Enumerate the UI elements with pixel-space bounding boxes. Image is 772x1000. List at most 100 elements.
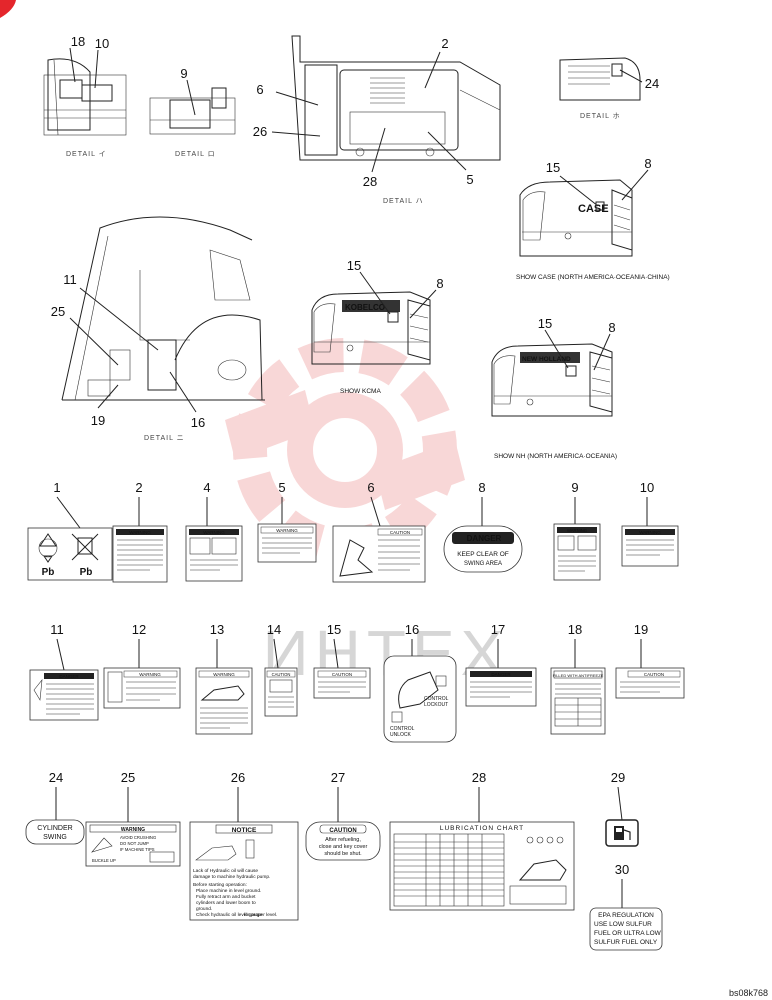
nh-logo: NEW HOLLAND — [522, 356, 571, 363]
label-num-4: 4 — [203, 480, 210, 495]
label-17: 17 DANGER — [465, 622, 537, 707]
label-2-title: WARNING — [129, 530, 151, 535]
label-1-pb-left: Pb — [42, 567, 55, 578]
callout-6: 6 — [256, 82, 263, 97]
sight-gauge-icon — [245, 839, 255, 859]
label-8-title: DANGER — [467, 534, 502, 543]
label-26-line-2: damage to machine hydraulic pump. — [193, 874, 270, 880]
label-15: 15 CAUTION — [313, 622, 371, 699]
unlock-icon — [391, 711, 403, 723]
label-26-line-7: ground. — [196, 906, 212, 912]
detail-i: 18 10 DETAIL イ — [43, 34, 127, 158]
label-5-title: WARNING — [276, 528, 298, 533]
excavator-icon — [200, 685, 245, 701]
label-num-30: 30 — [615, 862, 629, 877]
label-6-title: CAUTION — [390, 530, 410, 535]
callout-nh-8: 8 — [608, 320, 615, 335]
excavator-icon-26 — [195, 845, 237, 861]
label-num-28: 28 — [472, 770, 486, 785]
label-26-line-9: for proper level. — [244, 912, 277, 918]
label-num-11: 11 — [50, 622, 64, 637]
label-26-line-4: Place machine in level ground. — [196, 888, 261, 894]
label-num-14: 14 — [267, 622, 281, 637]
label-4: 4 WARNING — [185, 480, 243, 582]
label-27-line-3: should be shut. — [324, 851, 362, 857]
label-12-title: WARNING — [139, 672, 161, 677]
label-26: 26 NOTICE Lack of Hydraulic oil will cau… — [189, 770, 299, 921]
callout-16: 16 — [191, 415, 205, 430]
label-25: 25 WARNING AVOID CRUSHING DO NOT JUMP IF… — [85, 770, 181, 867]
caption-detail-ni: DETAIL ホ — [580, 112, 621, 120]
callout-9: 9 — [180, 66, 187, 81]
callout-kcma-8: 8 — [436, 276, 443, 291]
label-27: 27 CAUTION After refueling, close and ke… — [305, 770, 381, 861]
label-26-line-6: cylinders and lower boom to — [196, 900, 256, 906]
label-30-line-4: SULFUR FUEL ONLY — [594, 939, 658, 946]
callout-case-8: 8 — [644, 156, 651, 171]
crush-hazard-icon — [339, 539, 374, 577]
show-case: CASE 15 8 SHOW CASE (NORTH AMERICA·OCEAN… — [516, 156, 670, 281]
label-25-line-4: BUCKLE UP — [92, 858, 116, 863]
label-4-title: WARNING — [203, 530, 225, 535]
label-num-5: 5 — [278, 480, 285, 495]
label-11-title: DANGER — [59, 674, 79, 679]
caption-detail-ho: DETAIL ニ — [144, 435, 185, 442]
excavator-icon-28 — [518, 859, 567, 881]
label-num-26: 26 — [231, 770, 245, 785]
lever-icon — [398, 671, 439, 709]
label-num-13: 13 — [210, 622, 224, 637]
label-24-line-1: CYLINDER — [37, 825, 72, 832]
label-num-16: 16 — [405, 622, 419, 637]
callout-11: 11 — [63, 272, 77, 287]
label-num-25: 25 — [121, 770, 135, 785]
detail-ro: 9 DETAIL ロ — [149, 66, 236, 158]
label-num-15: 15 — [327, 622, 341, 637]
label-18-title: FILLED WITH ANTIFREEZE — [553, 673, 604, 678]
label-num-18: 18 — [568, 622, 582, 637]
label-9-title: WARNING — [567, 528, 587, 533]
label-num-9: 9 — [571, 480, 578, 495]
show-kcma: KOBELCO 15 8 SHOW KCMA — [311, 258, 444, 395]
label-24: 24 CYLINDER SWING — [25, 770, 85, 845]
label-num-2: 2 — [135, 480, 142, 495]
label-18: 18 FILLED WITH ANTIFREEZE — [550, 622, 606, 735]
label-16-line-3: CONTROL — [390, 726, 415, 732]
callout-18: 18 — [71, 34, 85, 49]
label-26-line-3: Before starting operation: — [193, 882, 247, 888]
label-26-line-1: Lack of Hydraulic oil will cause — [193, 868, 258, 874]
label-24-line-2: SWING — [43, 834, 67, 841]
label-27-line-2: close and key cover — [319, 844, 368, 850]
label-25-line-3: IF MACHINE TIPS — [120, 847, 155, 852]
label-num-17: 17 — [491, 622, 505, 637]
label-28-title: LUBRICATION CHART — [440, 825, 524, 832]
crossed-bin-icon — [71, 533, 99, 561]
label-2: 2 WARNING — [112, 480, 168, 583]
corner-tab — [0, 0, 16, 18]
watermark-logo — [225, 338, 465, 562]
tip-hazard-icon — [91, 837, 113, 853]
label-27-line-1: After refueling, — [325, 837, 361, 843]
label-16-line-1: CONTROL — [424, 696, 449, 702]
label-8-line-2: SWING AREA — [464, 561, 502, 567]
label-19-title: CAUTION — [644, 672, 664, 677]
detail-ni: 24 DETAIL ホ — [559, 57, 659, 120]
label-30-line-3: FUEL OR ULTRA LOW — [594, 930, 662, 937]
label-1: 1 Pb Pb — [27, 480, 113, 581]
fuel-pump-icon — [614, 826, 631, 840]
label-11: 11 DANGER — [29, 622, 99, 721]
label-29: 29 — [605, 770, 639, 847]
label-30-line-2: USE LOW SULFUR — [594, 921, 652, 928]
callout-10: 10 — [95, 36, 109, 51]
label-num-12: 12 — [132, 622, 146, 637]
label-30-line-1: EPA REGULATION — [598, 912, 654, 919]
callout-28: 28 — [363, 174, 377, 189]
label-5: 5 WARNING — [257, 480, 317, 563]
label-26-title: NOTICE — [232, 827, 257, 834]
recycle-icon — [38, 533, 58, 563]
label-28: 28 LUBRICATION CHART — [389, 770, 575, 911]
callout-24: 24 — [645, 76, 659, 91]
label-16-line-4: UNLOCK — [390, 732, 412, 738]
label-num-27: 27 — [331, 770, 345, 785]
label-10-title: WARNING — [639, 530, 661, 535]
